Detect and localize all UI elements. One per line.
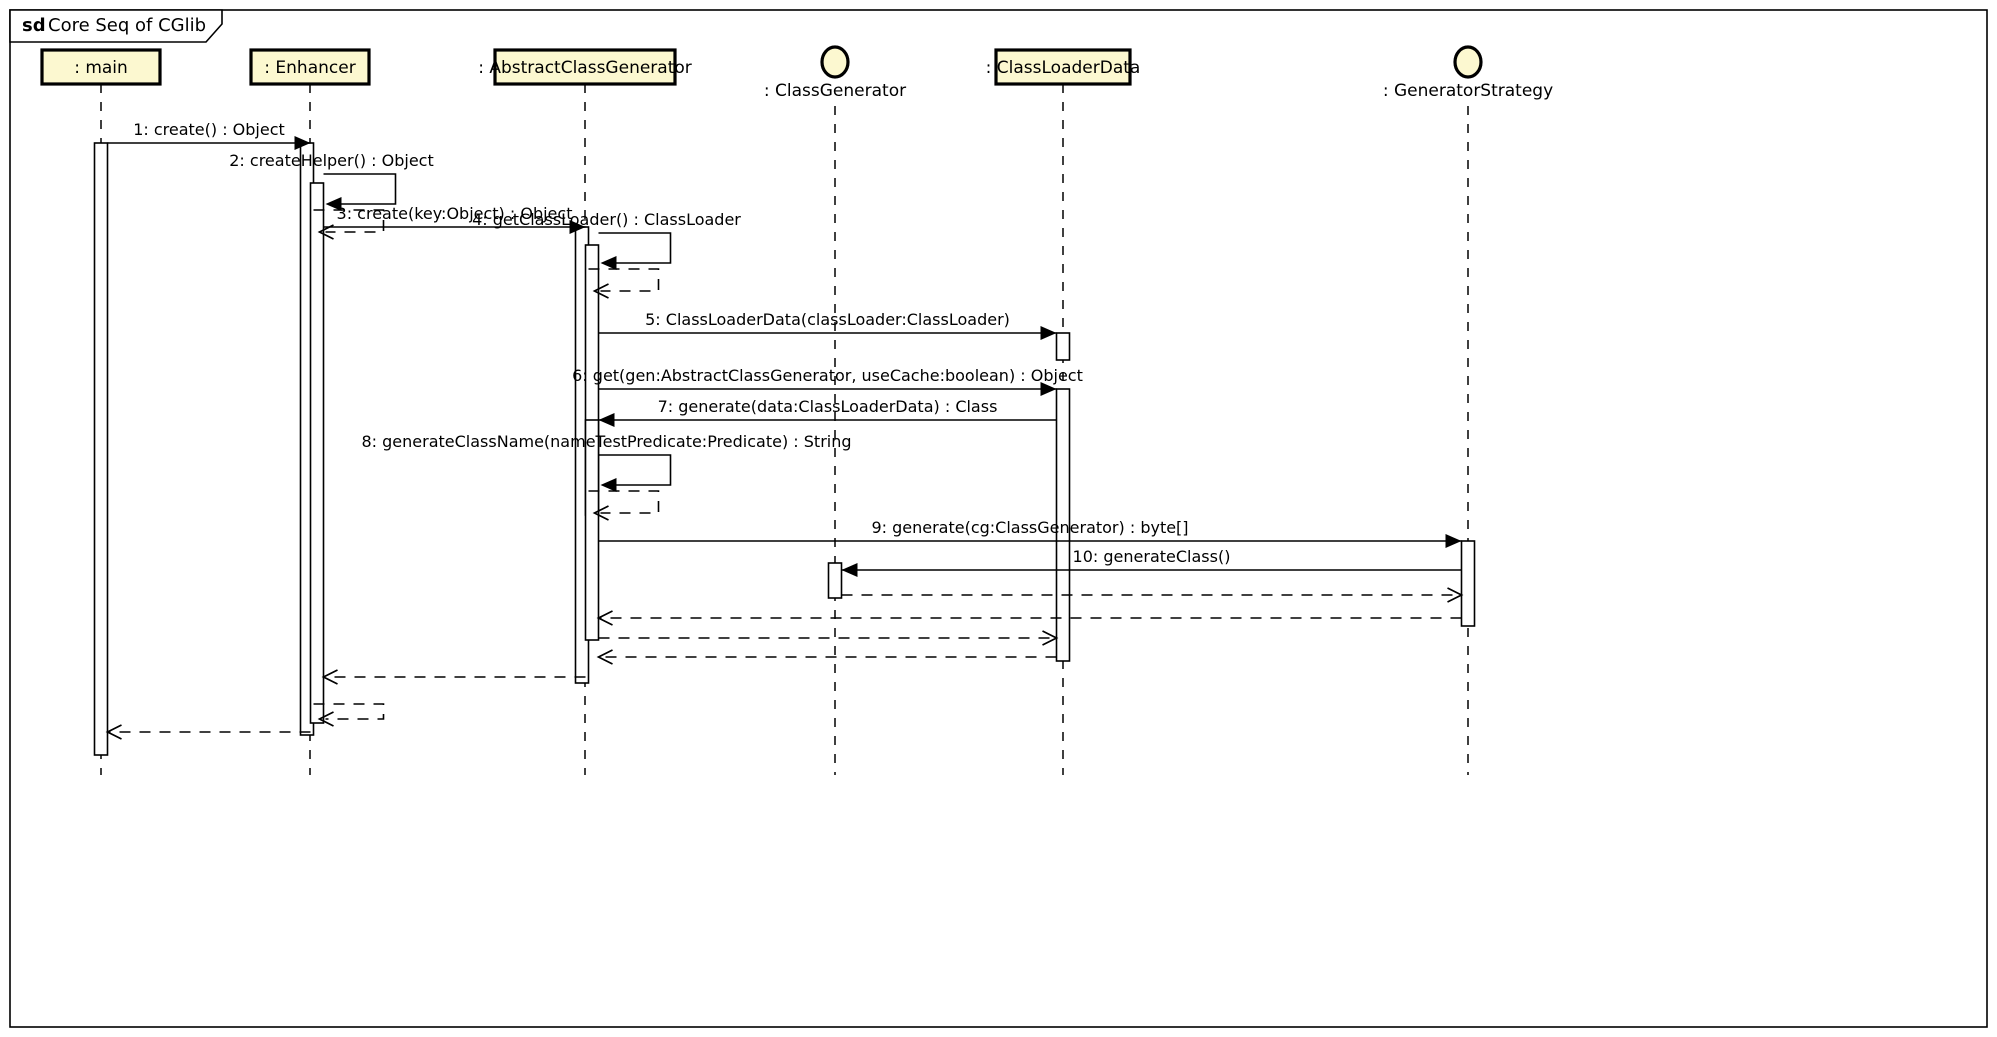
activation-gs[interactable] [1460, 540, 1476, 627]
message-label-3: 3: create(key:Object) : Object [337, 204, 573, 223]
message-8[interactable]: 8: generateClassName(nameTestPredicate:P… [361, 432, 852, 521]
lifeline-head-box-main[interactable] [40, 48, 162, 86]
arrowhead-open-icon [596, 649, 613, 665]
message-path-8 [598, 454, 672, 486]
activation-enhancer-inner[interactable] [309, 182, 325, 724]
self-return-path-4 [588, 268, 660, 292]
frame-title: Core Seq of CGlib [48, 15, 206, 36]
message-3[interactable]: 3: create(key:Object) : Object [323, 204, 586, 234]
arrowhead-open-icon [321, 669, 338, 685]
message-label-2: 2: createHelper() : Object [229, 151, 434, 170]
message-label-4: 4: getClassLoader() : ClassLoader [472, 210, 741, 229]
lifeline-label-gs: : GeneratorStrategy [1383, 81, 1553, 101]
arrowhead-filled-icon [569, 220, 586, 234]
message-label-10: 10: generateClass() [1073, 547, 1231, 566]
return-message-6[interactable] [105, 724, 311, 740]
message-7[interactable]: 7: generate(data:ClassLoaderData) : Clas… [598, 397, 1057, 427]
lifeline-label-enhancer: : Enhancer [264, 58, 355, 78]
message-2[interactable]: 2: createHelper() : Object [229, 151, 434, 240]
message-5[interactable]: 5: ClassLoaderData(classLoader:ClassLoad… [598, 310, 1057, 340]
arrowhead-filled-icon [1040, 382, 1057, 396]
message-label-6: 6: get(gen:AbstractClassGenerator, useCa… [572, 366, 1083, 385]
arrowhead-filled-icon [598, 413, 615, 427]
message-6[interactable]: 6: get(gen:AbstractClassGenerator, useCa… [572, 366, 1083, 396]
activation-cld-1[interactable] [1055, 332, 1071, 361]
message-path-4 [598, 232, 672, 264]
lifeline-head-box-cld[interactable] [994, 48, 1132, 86]
arrowhead-filled-icon [600, 256, 617, 270]
lifeline-label-acg: : AbstractClassGenerator [478, 58, 692, 78]
arrowhead-open-icon [1042, 630, 1059, 646]
self-return-path-2 [313, 209, 385, 233]
lifeline-heads-layer: : main : Enhancer : AbstractClassGenerator… [40, 45, 1553, 101]
message-1[interactable]: 1: create() : Object [107, 120, 311, 150]
lifeline-label-main: : main [74, 58, 128, 78]
message-label-9: 9: generate(cg:ClassGenerator) : byte[] [871, 518, 1188, 537]
lifeline-head-box-enhancer[interactable] [249, 48, 371, 86]
message-label-7: 7: generate(data:ClassLoaderData) : Clas… [658, 397, 998, 416]
message-4[interactable]: 4: getClassLoader() : ClassLoader [472, 210, 741, 299]
return-message-3[interactable] [598, 630, 1059, 646]
arrowhead-open-icon [105, 724, 122, 740]
return-message-4[interactable] [596, 649, 1057, 665]
return-message-5[interactable] [321, 669, 586, 685]
arrowhead-open-icon [1447, 587, 1464, 603]
activation-cld-2[interactable] [1055, 388, 1071, 662]
arrowhead-open-icon [596, 610, 613, 626]
activations-layer [93, 142, 1476, 756]
lifeline-head-box-acg[interactable] [493, 48, 677, 86]
lifeline-label-cld: : ClassLoaderData [986, 58, 1141, 78]
frame-border [9, 9, 1988, 1028]
enhancer-self-return [313, 703, 385, 727]
message-label-5: 5: ClassLoaderData(classLoader:ClassLoad… [645, 310, 1010, 329]
arrowhead-open-icon [592, 505, 609, 521]
lifeline-head-actor-cg[interactable] [820, 45, 850, 79]
activation-cg[interactable] [827, 562, 843, 599]
self-return-path-8 [588, 490, 660, 514]
return-message-2[interactable] [596, 610, 1462, 626]
lifeline-head-actor-gs[interactable] [1453, 45, 1483, 79]
activation-acg-inner-2[interactable] [584, 419, 600, 641]
message-label-1: 1: create() : Object [133, 120, 285, 139]
message-label-8: 8: generateClassName(nameTestPredicate:P… [361, 432, 851, 451]
return-message-1[interactable] [841, 587, 1464, 603]
activation-main[interactable] [93, 142, 109, 756]
message-9[interactable]: 9: generate(cg:ClassGenerator) : byte[] [598, 518, 1462, 548]
lifeline-label-cg: : ClassGenerator [764, 81, 906, 101]
arrowhead-filled-icon [1445, 534, 1462, 548]
arrowhead-filled-icon [600, 478, 617, 492]
messages-layer: 1: create() : Object 2: createHelper() : … [105, 120, 1464, 740]
arrowhead-open-icon [317, 711, 334, 727]
frame-name-tab [9, 9, 223, 43]
arrowhead-filled-icon [294, 136, 311, 150]
arrowhead-filled-icon [1040, 326, 1057, 340]
message-10[interactable]: 10: generateClass() [841, 547, 1462, 577]
arrowhead-open-icon [592, 283, 609, 299]
message-path-2 [323, 173, 397, 205]
arrowhead-filled-icon [841, 563, 858, 577]
frame-keyword: sd [22, 15, 46, 36]
arrowhead-filled-icon [325, 197, 342, 211]
